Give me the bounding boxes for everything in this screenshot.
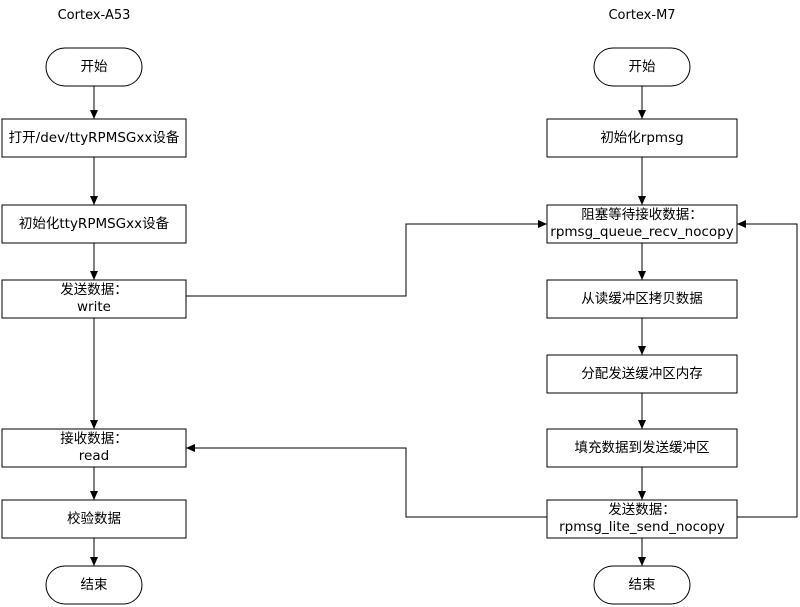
left-recv-label-line1: 接收数据： <box>60 431 128 447</box>
connector-right-send-to-left-recv <box>186 444 547 518</box>
right-init-label: 初始化rpmsg <box>600 130 684 146</box>
left-verify-label: 校验数据 <box>67 511 121 527</box>
right-alloc-label: 分配发送缓冲区内存 <box>581 366 703 382</box>
left-send-label-line2: write <box>77 299 111 315</box>
left-init-device-label: 初始化ttyRPMSGxx设备 <box>18 216 170 232</box>
left-end-label: 结束 <box>80 577 108 593</box>
left-open-device-box <box>1 118 187 158</box>
left-column-title: Cortex-A53 <box>57 8 131 23</box>
right-wait-label-line1: 阻塞等待接收数据： <box>581 207 703 223</box>
right-alloc-box <box>546 354 738 394</box>
right-start-label: 开始 <box>628 59 656 75</box>
right-end-label: 结束 <box>628 577 656 593</box>
right-wait-label-line2: rpmsg_queue_recv_nocopy <box>550 224 734 240</box>
right-fill-label: 填充数据到发送缓冲区 <box>574 440 710 456</box>
right-init-box <box>546 118 738 158</box>
right-copy-box <box>546 279 738 319</box>
right-send-label-line2: rpmsg_lite_send_nocopy <box>559 519 725 535</box>
left-send-label-line1: 发送数据： <box>60 282 128 298</box>
right-send-label-line1: 发送数据： <box>608 502 676 518</box>
right-copy-label: 从读缓冲区拷贝数据 <box>581 291 703 307</box>
left-send-box <box>1 279 187 319</box>
left-open-device-label: 打开/dev/ttyRPMSGxx设备 <box>8 130 180 146</box>
connector-right-send-loop-to-wait <box>737 220 798 518</box>
connector-left-send-to-right-wait <box>186 220 547 297</box>
left-recv-label-line2: read <box>78 448 110 464</box>
right-column-title: Cortex-M7 <box>608 8 676 23</box>
right-fill-box <box>546 428 738 468</box>
left-start-label: 开始 <box>80 59 108 75</box>
